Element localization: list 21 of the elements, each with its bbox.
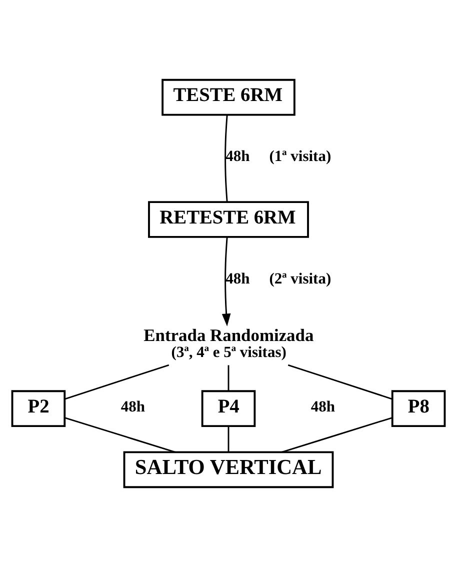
label: 48h xyxy=(120,398,145,415)
edge-label: 48h xyxy=(226,148,250,165)
node-text: Entrada Randomizada (3ª, 4ª e 5ª visitas) xyxy=(144,324,314,360)
connector xyxy=(224,114,228,202)
node-box: SALTO VERTICAL xyxy=(123,450,334,488)
connector xyxy=(288,364,392,400)
label: (1ª visita) xyxy=(269,148,332,165)
node-box: P4 xyxy=(201,390,256,426)
connector xyxy=(228,426,230,452)
label: 48h xyxy=(310,398,336,415)
connector xyxy=(281,416,392,452)
node-box: RETESTE 6RM xyxy=(148,200,309,238)
connector xyxy=(64,364,170,400)
edge-label: 48h xyxy=(226,270,250,287)
connector xyxy=(64,416,176,452)
connector xyxy=(228,364,230,390)
label: (2ª visita) xyxy=(269,270,332,287)
arrow xyxy=(222,236,231,326)
node-box: P8 xyxy=(391,390,446,426)
node-box: TESTE 6RM xyxy=(162,78,296,116)
node-box: P2 xyxy=(11,390,66,426)
